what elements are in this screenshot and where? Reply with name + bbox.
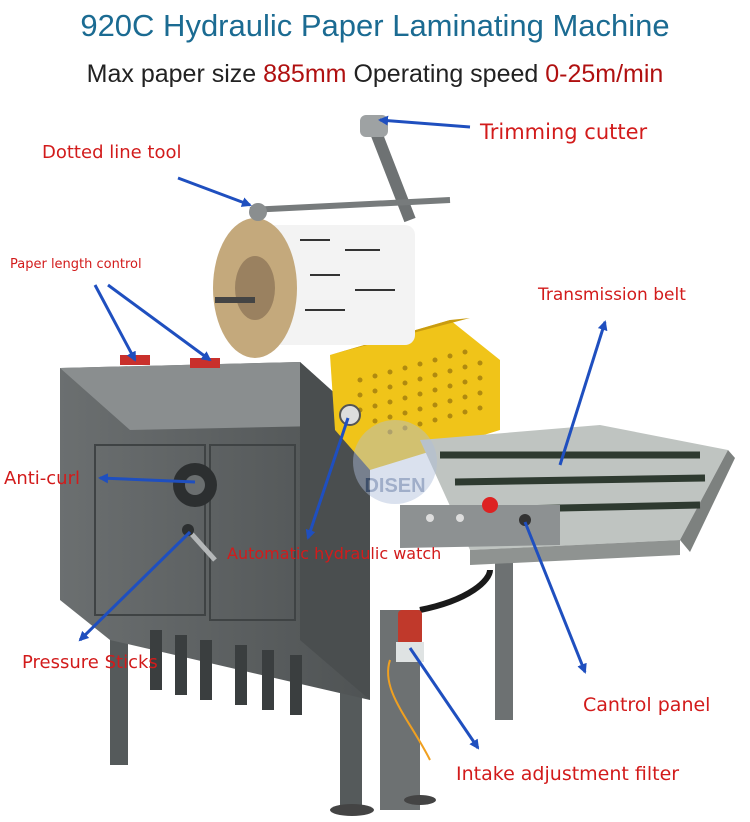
arrow-control-panel	[523, 521, 587, 674]
spec-label-speed: Operating speed	[346, 60, 546, 88]
arrow-paper-length-a	[93, 284, 137, 362]
label-intake-adjustment-filter: Intake adjustment filter	[456, 763, 680, 785]
spec-label-paper-size: Max paper size	[86, 60, 264, 88]
yellow-guard	[330, 318, 500, 470]
label-pressure-sticks: Pressure Sticks	[22, 652, 158, 673]
arrow-intake-filter	[408, 647, 480, 750]
label-anti-curl: Anti-curl	[4, 468, 80, 489]
arrow-transmission-belt	[558, 320, 608, 466]
page-title: 920C Hydraulic Paper Laminating Machine	[80, 8, 670, 43]
arrow-paper-length-b	[107, 283, 212, 362]
spec-value-paper-size: 885mm	[263, 60, 347, 88]
control-panel	[400, 497, 560, 548]
spec-value-speed: 0-25m/min	[545, 60, 664, 88]
label-paper-length-control: Paper length control	[10, 257, 142, 272]
watermark-text: DISEN	[364, 475, 425, 497]
callout-arrows	[78, 115, 608, 750]
label-trimming-cutter: Trimming cutter	[480, 120, 648, 144]
label-transmission-belt: Transmission belt	[538, 285, 686, 305]
arrow-pressure-sticks	[78, 530, 192, 642]
arrow-dotted-line-tool	[177, 176, 252, 207]
arrow-hydraulic-watch	[305, 417, 350, 540]
paper-roll	[213, 115, 451, 358]
arrow-trimming-cutter	[378, 115, 471, 129]
label-automatic-hydraulic-watch: Automatic hydraulic watch	[227, 544, 442, 563]
label-control-panel: Cantrol panel	[583, 694, 711, 716]
label-dotted-line-tool: Dotted line tool	[42, 142, 182, 163]
brand-watermark: DISEN	[353, 420, 437, 504]
arrow-anti-curl	[98, 473, 196, 484]
spec-line: Max paper size 885mm Operating speed 0-2…	[0, 60, 750, 89]
intake-filter	[387, 569, 493, 761]
